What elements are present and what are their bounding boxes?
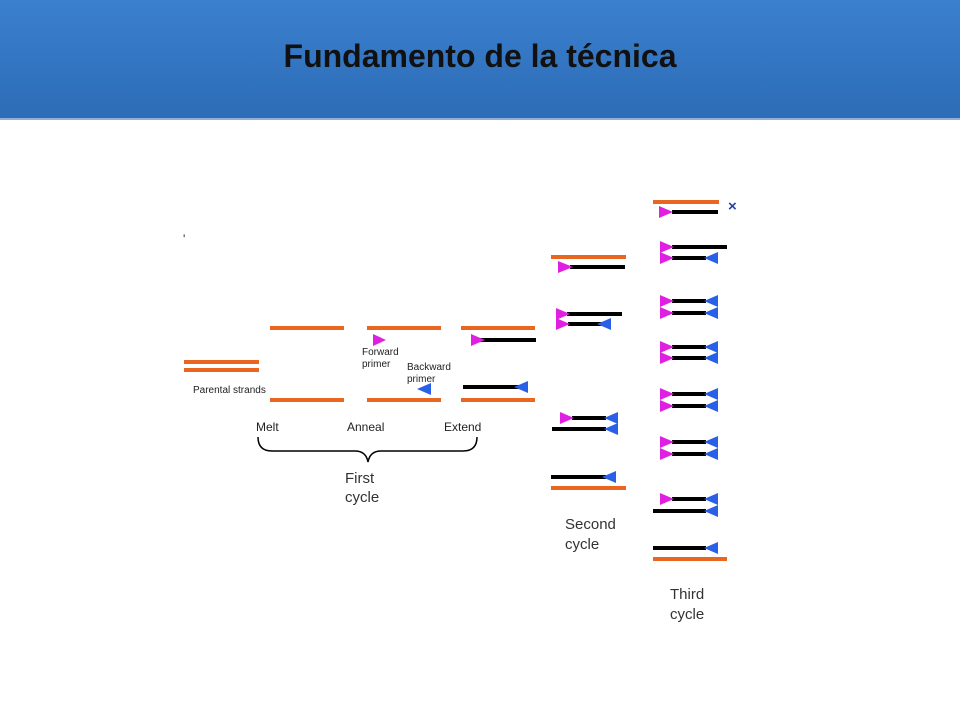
forward-primer-arrow [556, 308, 570, 320]
first-cycle-label-2: cycle [345, 489, 379, 506]
parental-strands: Parental strands [184, 360, 266, 396]
tick-mark: ' [183, 232, 185, 246]
forward-primer-arrow [660, 241, 674, 253]
first-cycle-label-1: First [345, 470, 375, 487]
forward-primer-arrow [660, 341, 674, 353]
forward-primer-arrow [660, 493, 674, 505]
forward-primer-arrow [660, 448, 674, 460]
backward-primer-arrow [514, 381, 528, 393]
backward-primer-label-2: primer [407, 374, 436, 385]
forward-primer-arrow [660, 436, 674, 448]
backward-primer-arrow [704, 493, 718, 505]
second-cycle-stage [551, 255, 626, 490]
backward-primer-arrow [704, 388, 718, 400]
melt-label: Melt [256, 420, 279, 434]
first-cycle-brace [257, 436, 478, 463]
backward-primer-arrow [417, 383, 431, 395]
anneal-stage: Forward primer Backward primer [362, 326, 451, 402]
backward-primer-arrow [602, 471, 616, 483]
backward-primer-arrow [704, 341, 718, 353]
third-cycle-label-1: Third [670, 586, 704, 603]
backward-primer-arrow [704, 448, 718, 460]
forward-primer-arrow [660, 307, 674, 319]
anneal-label: Anneal [347, 420, 384, 434]
third-cycle-stage: × [653, 198, 737, 561]
cross-mark: × [728, 198, 737, 215]
backward-primer-arrow [704, 436, 718, 448]
backward-primer-arrow [597, 318, 611, 330]
forward-primer-arrow [471, 334, 485, 346]
forward-primer-arrow [660, 252, 674, 264]
extend-stage [461, 326, 536, 402]
backward-primer-arrow [704, 542, 718, 554]
forward-primer-arrow [660, 400, 674, 412]
forward-primer-arrow [373, 334, 386, 346]
forward-primer-arrow [659, 206, 673, 218]
extend-label: Extend [444, 420, 481, 434]
melt-stage [270, 326, 344, 402]
forward-primer-arrow [558, 261, 573, 273]
parental-strands-label: Parental strands [193, 385, 266, 396]
second-cycle-label-1: Second [565, 516, 616, 533]
third-cycle-label-2: cycle [670, 606, 704, 623]
backward-primer-arrow [704, 307, 718, 319]
title-bar: Fundamento de la técnica [0, 0, 960, 120]
forward-primer-arrow [560, 412, 574, 424]
forward-primer-label-2: primer [362, 359, 391, 370]
forward-primer-label-1: Forward [362, 347, 399, 358]
second-cycle-label-2: cycle [565, 536, 599, 553]
forward-primer-arrow [660, 352, 674, 364]
backward-primer-arrow [604, 412, 618, 424]
backward-primer-arrow [704, 505, 718, 517]
forward-primer-arrow [556, 318, 570, 330]
slide-title: Fundamento de la técnica [283, 38, 677, 74]
backward-primer-arrow [604, 423, 618, 435]
forward-primer-arrow [660, 295, 674, 307]
backward-primer-arrow [704, 295, 718, 307]
backward-primer-label-1: Backward [407, 362, 451, 373]
backward-primer-arrow [704, 400, 718, 412]
backward-primer-arrow [704, 252, 718, 264]
backward-primer-arrow [704, 352, 718, 364]
forward-primer-arrow [660, 388, 674, 400]
